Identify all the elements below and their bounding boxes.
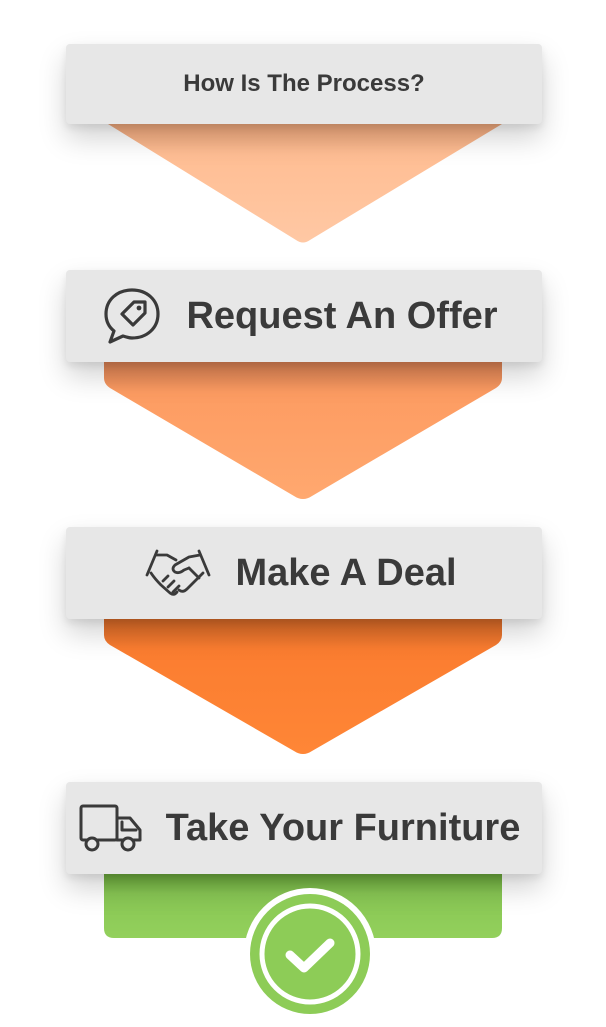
process-title: How Is The Process? bbox=[183, 70, 425, 97]
step-make-deal: Make A Deal bbox=[66, 527, 542, 619]
process-title-card: How Is The Process? bbox=[66, 44, 542, 124]
peach-arrow bbox=[108, 124, 502, 243]
step-request-offer-label: Request An Offer bbox=[186, 294, 498, 337]
step-take-furniture: Take Your Furniture bbox=[66, 782, 542, 874]
step-take-furniture-label: Take Your Furniture bbox=[165, 806, 521, 849]
step-make-deal-label: Make A Deal bbox=[235, 551, 457, 594]
orange-arrow bbox=[104, 619, 502, 754]
step-request-offer: Request An Offer bbox=[66, 270, 542, 362]
handshake-icon bbox=[146, 549, 211, 596]
price-tag-chat-icon bbox=[104, 288, 161, 344]
light-orange-arrow bbox=[104, 362, 502, 499]
completion-badge bbox=[242, 886, 378, 1022]
delivery-truck-icon bbox=[79, 804, 142, 852]
checkmark-icon bbox=[244, 888, 376, 1020]
